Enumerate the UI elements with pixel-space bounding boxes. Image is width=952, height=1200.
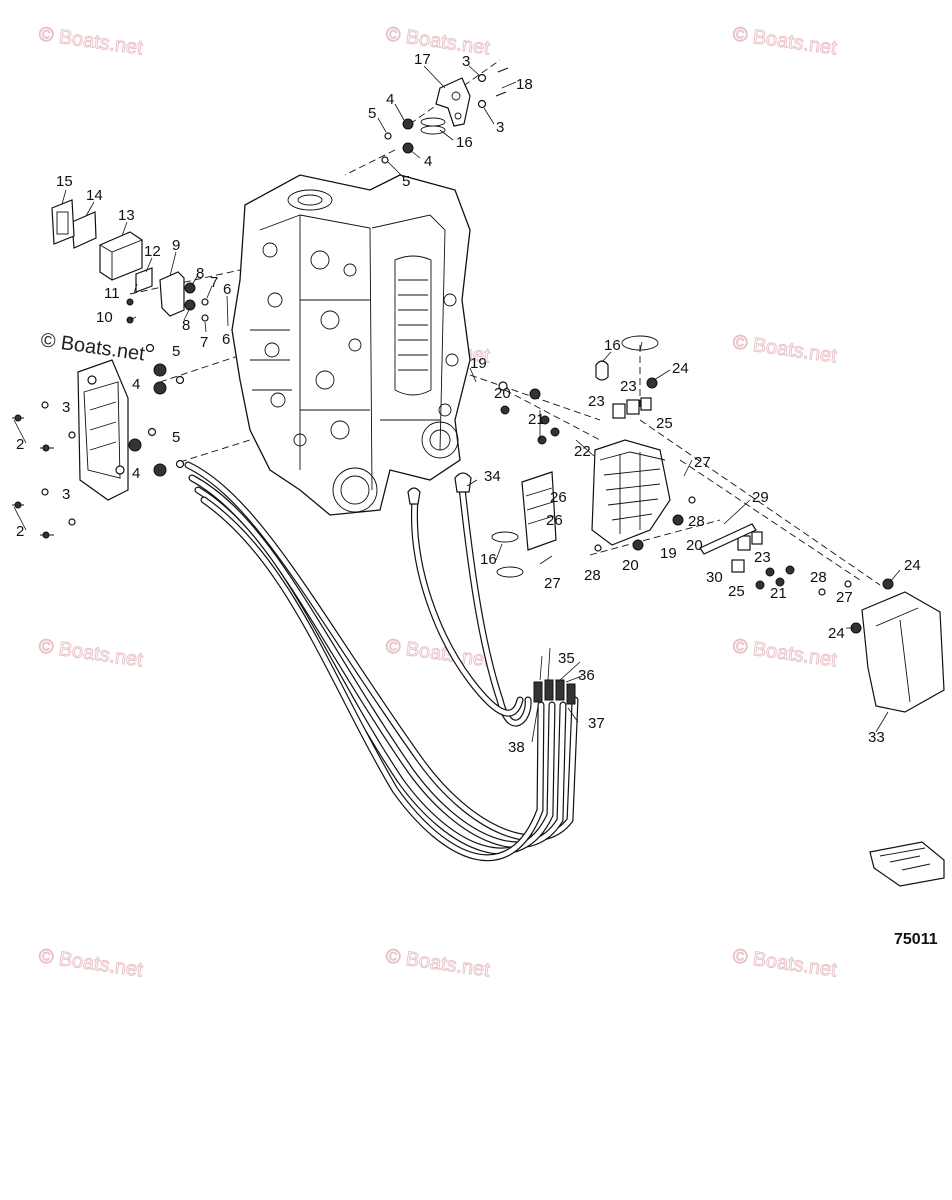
fastener	[12, 282, 209, 539]
ecm-assembly	[12, 199, 209, 539]
callout-4: 4	[424, 153, 432, 170]
boat-locator-icon	[869, 841, 945, 887]
callout-17: 17	[414, 51, 431, 68]
watermark: © Boats.net	[384, 23, 491, 59]
callout-10: 10	[96, 309, 113, 326]
callout-24: 24	[672, 360, 689, 377]
callout-21: 21	[528, 411, 545, 428]
callout-14: 14	[86, 187, 103, 204]
watermark: © Boats.net	[731, 331, 838, 367]
callout-5: 5	[368, 105, 376, 122]
callout-7: 7	[200, 334, 208, 351]
callout-12: 12	[144, 243, 161, 260]
callout-16: 16	[604, 337, 621, 354]
callout-5: 5	[172, 343, 180, 360]
watermark: © Boats.net	[37, 635, 144, 671]
reference-number: 75011	[894, 931, 938, 948]
callout-27: 27	[544, 575, 561, 592]
callout-31: 33	[868, 729, 885, 746]
callout-7: 7	[210, 274, 218, 291]
callout-28: 28	[688, 513, 705, 530]
watermark: © Boats.net	[731, 635, 838, 671]
callout-25: 25	[728, 583, 745, 600]
callout-25: 25	[656, 415, 673, 432]
callout-8: 8	[196, 265, 204, 282]
callout-2: 2	[16, 523, 24, 540]
watermark: © Boats.net	[384, 945, 491, 981]
callout-19: 19	[470, 355, 487, 372]
callout-27: 27	[694, 454, 711, 471]
callout-20: 20	[622, 557, 639, 574]
callout-34: 36	[578, 667, 595, 684]
watermark: © Boats.net	[731, 945, 838, 981]
callout-16: 16	[456, 134, 473, 151]
callout-9: 9	[172, 237, 180, 254]
callout-3: 3	[62, 486, 70, 503]
callout-3: 3	[62, 399, 70, 416]
callout-33: 35	[558, 650, 575, 667]
callout-22: 22	[574, 443, 591, 460]
callout-19: 19	[660, 545, 677, 562]
callout-29: 29	[752, 489, 769, 506]
callout-11: 11	[104, 285, 120, 302]
watermark: © Boats.net	[37, 945, 144, 981]
callout-labels: 17 3 18 3 16 4 5 4 5 15 14 13 12 9 11 10…	[16, 51, 938, 948]
callout-24: 24	[828, 625, 845, 642]
callout-15: 15	[56, 173, 73, 190]
callout-24: 24	[904, 557, 921, 574]
callout-4: 4	[386, 91, 394, 108]
callout-30: 30	[706, 569, 723, 586]
callout-20: 20	[494, 385, 511, 402]
callout-23: 23	[754, 549, 771, 566]
leader-lines	[13, 65, 901, 743]
watermark: © Boats.net	[37, 23, 144, 59]
callout-28: 28	[810, 569, 827, 586]
callout-35: 37	[588, 715, 605, 732]
cable-harness	[184, 461, 579, 862]
callout-27: 27	[836, 589, 853, 606]
callout-26: 26	[546, 512, 563, 529]
callout-28: 28	[584, 567, 601, 584]
callout-5: 5	[402, 173, 410, 190]
callout-21: 21	[770, 585, 787, 602]
callout-20: 20	[686, 537, 703, 554]
callout-4: 4	[132, 465, 140, 482]
engine-block	[231, 174, 471, 516]
callout-6: 6	[222, 331, 230, 348]
callout-23: 23	[588, 393, 605, 410]
top-bracket-assembly	[381, 67, 509, 164]
watermark: © Boats.net	[384, 635, 491, 671]
callout-3: 3	[462, 53, 470, 70]
callout-4: 4	[132, 376, 140, 393]
fuse-relay-box	[491, 335, 945, 713]
callout-3: 3	[496, 119, 504, 136]
callout-13: 13	[118, 207, 135, 224]
callout-8: 8	[182, 317, 190, 334]
callout-6: 6	[223, 281, 231, 298]
callout-32: 34	[484, 468, 501, 485]
callout-16: 16	[480, 551, 497, 568]
watermark: © Boats.net	[731, 23, 838, 59]
callout-26: 26	[550, 489, 567, 506]
callout-36: 38	[508, 739, 525, 756]
callout-23: 23	[620, 378, 637, 395]
callout-2: 2	[16, 436, 24, 453]
watermark: © Boats.net	[39, 329, 146, 365]
callout-5: 5	[172, 429, 180, 446]
callout-18: 18	[516, 76, 533, 93]
